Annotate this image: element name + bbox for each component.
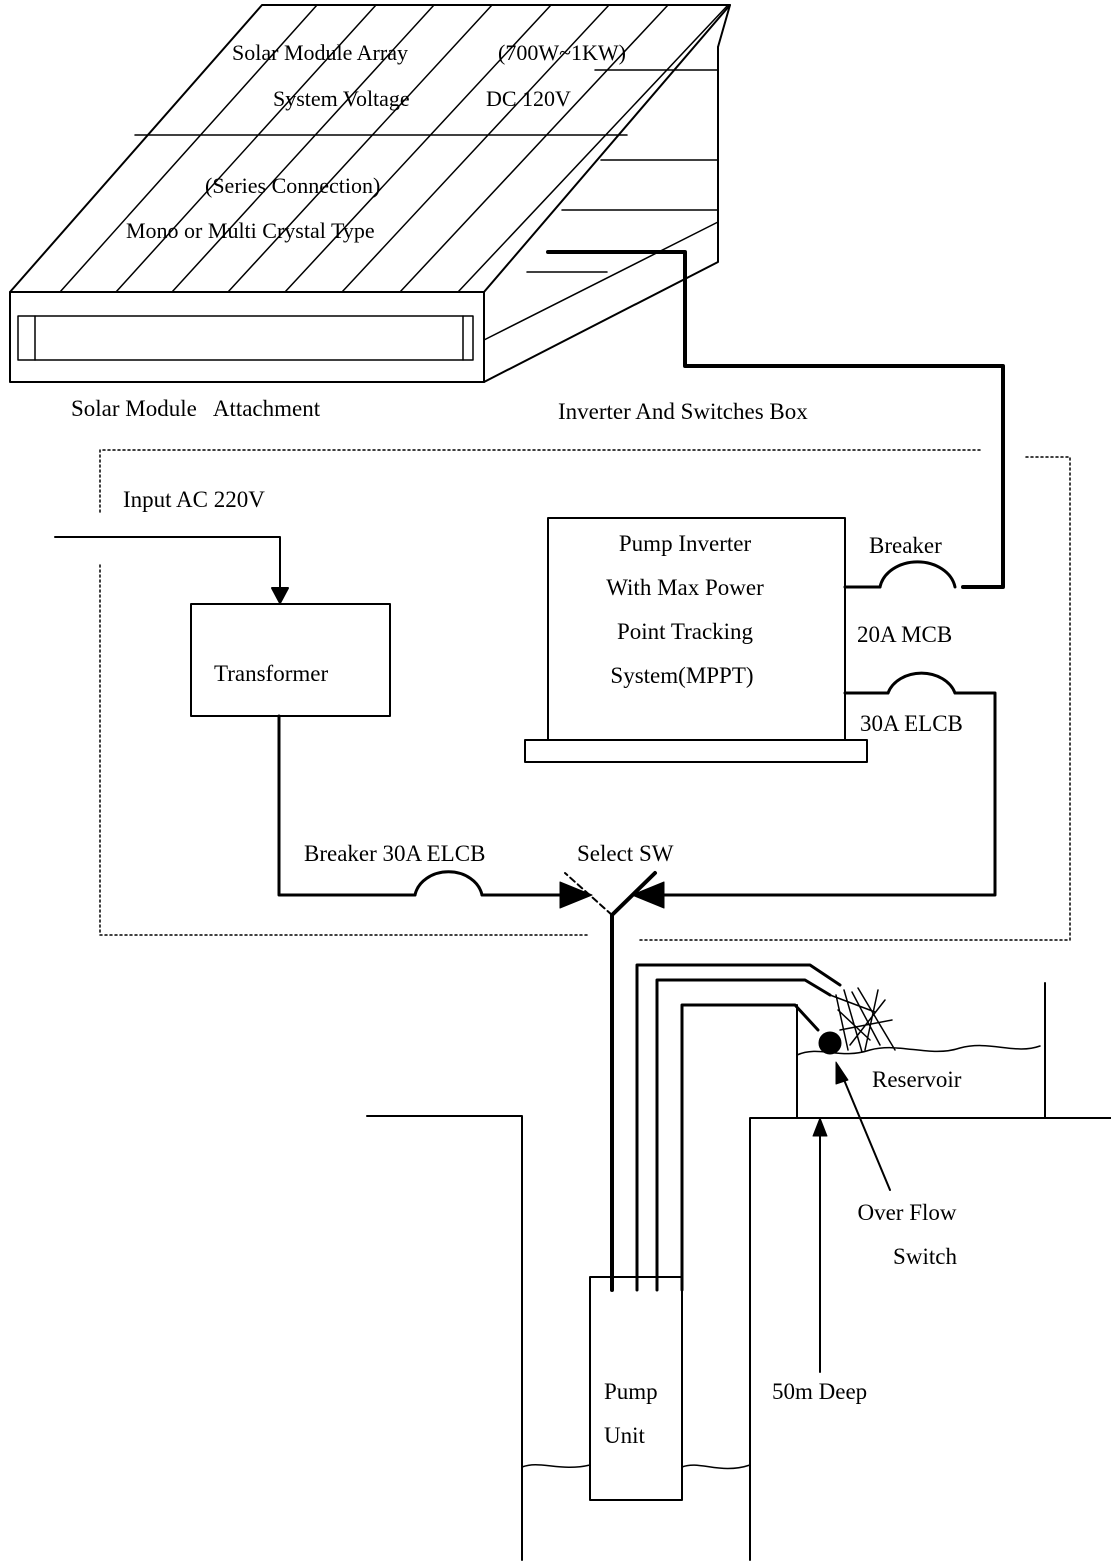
discharge-pipe — [635, 963, 842, 1292]
solar-array-power-range: (700W~1KW) — [498, 40, 626, 65]
elcb-right-line — [658, 671, 997, 897]
solar-array-title: Solar Module Array — [232, 40, 408, 65]
select-switch — [559, 871, 665, 1292]
pump-unit-box — [589, 1276, 683, 1501]
depth-label: 50m Deep — [772, 1379, 868, 1404]
transformer-label: Transformer — [214, 661, 329, 686]
dc-supply-cable — [546, 250, 1005, 589]
transformer-box — [190, 603, 391, 717]
depth-arrow — [812, 1117, 828, 1373]
inverter-switches-box-outline — [99, 449, 1071, 941]
pump-unit-line-1: Pump — [604, 1379, 658, 1404]
pump-inverter-line-1: Pump Inverter — [618, 531, 752, 556]
system-voltage-value: DC 120V — [486, 86, 571, 111]
reservoir-label: Reservoir — [872, 1067, 962, 1092]
mcb-label: 20A MCB — [857, 622, 953, 647]
pump-inverter-line-4: System(MPPT) — [610, 663, 754, 688]
system-voltage-label: System Voltage — [273, 86, 410, 111]
ac-input-line — [54, 536, 289, 604]
breaker-left-label: Breaker 30A ELCB — [304, 841, 486, 866]
crystal-type: Mono or Multi Crystal Type — [126, 218, 375, 243]
elcb-right-label: 30A ELCB — [860, 711, 963, 736]
solar-panel-array — [9, 4, 731, 293]
overflow-switch-line-2: Switch — [893, 1244, 957, 1269]
pump-unit-line-2: Unit — [604, 1423, 645, 1448]
solar-module-attachment-frame — [9, 4, 731, 383]
select-switch-label: Select SW — [577, 841, 674, 866]
mcb-breaker-arc — [843, 560, 957, 589]
transformer-output-line — [277, 714, 562, 897]
module-attachment-label: Solar Module Attachment — [71, 396, 321, 421]
overflow-switch-float — [818, 987, 896, 1055]
overflow-switch-line-1: Over Flow — [857, 1200, 957, 1225]
overflow-pointer — [835, 1061, 891, 1191]
inverter-box-label: Inverter And Switches Box — [558, 399, 808, 424]
pump-inverter-line-2: With Max Power — [606, 575, 764, 600]
connection-type: (Series Connection) — [205, 173, 381, 198]
pump-inverter-box — [524, 517, 868, 763]
ground-and-well — [366, 1115, 1111, 1561]
pump-inverter-line-3: Point Tracking — [616, 619, 754, 644]
input-ac-label: Input AC 220V — [123, 487, 265, 512]
breaker-top-label: Breaker — [869, 533, 942, 558]
